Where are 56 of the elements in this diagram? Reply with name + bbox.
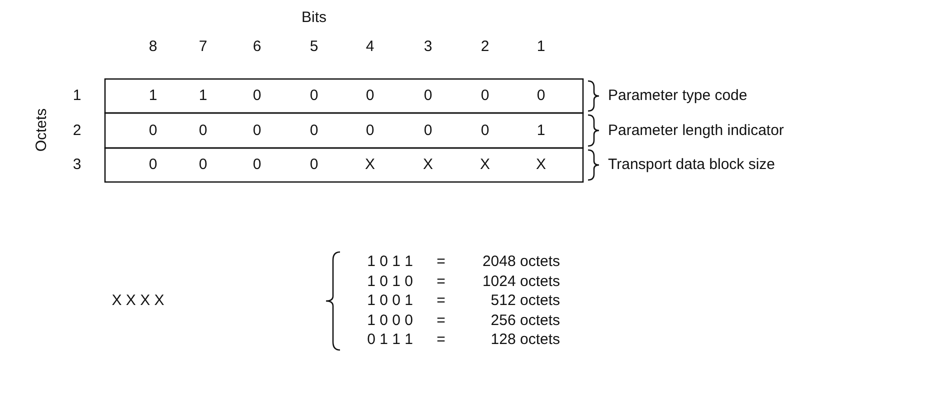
- field-description: Transport data block size: [608, 156, 776, 174]
- bit-value: 1: [198, 87, 208, 105]
- bit-value: 0: [198, 122, 208, 140]
- equals-sign: =: [436, 253, 446, 271]
- bit-value: 0: [366, 87, 374, 105]
- bit-number: 5: [310, 38, 318, 56]
- bit-pattern: 1 0 1 0: [367, 272, 413, 290]
- bit-number: 3: [424, 38, 432, 56]
- bit-number: 6: [252, 38, 262, 56]
- equals-sign: =: [436, 331, 446, 349]
- column-heading: Bits: [302, 9, 326, 27]
- bit-value: 0: [480, 87, 490, 105]
- bit-pattern: 1 0 0 1: [367, 292, 413, 310]
- bit-number: 4: [366, 38, 374, 56]
- field-description: Parameter type code: [608, 87, 748, 105]
- size-value: 128 octets: [490, 331, 560, 349]
- bit-number: 2: [480, 38, 490, 56]
- bit-value: X: [480, 156, 490, 174]
- octet-number: 3: [72, 156, 82, 174]
- bit-value: 0: [252, 156, 262, 174]
- bit-value: 1: [536, 122, 546, 140]
- octet-number: 2: [72, 122, 82, 140]
- variable-bits-label: X X X X: [112, 292, 164, 310]
- bit-value: 0: [252, 122, 262, 140]
- bit-value: 1: [148, 87, 158, 105]
- bit-number: 7: [198, 38, 208, 56]
- bit-value: 0: [198, 156, 208, 174]
- bit-value: 0: [366, 122, 374, 140]
- bit-value: 0: [310, 87, 318, 105]
- bit-value: 0: [148, 156, 158, 174]
- octet-number: 1: [72, 87, 82, 105]
- bit-pattern: 1 0 0 0: [367, 312, 413, 330]
- bit-pattern: 1 0 1 1: [367, 253, 413, 271]
- bit-value: 0: [424, 122, 432, 140]
- bit-value: X: [423, 156, 433, 174]
- size-value: 512 octets: [490, 292, 560, 310]
- bit-value: 0: [252, 87, 262, 105]
- bit-value: 0: [148, 122, 158, 140]
- bit-value: X: [365, 156, 375, 174]
- bit-value: 0: [424, 87, 432, 105]
- size-value: 2048 octets: [482, 253, 560, 271]
- bit-number: 8: [148, 38, 158, 56]
- bit-value: X: [536, 156, 546, 174]
- size-value: 1024 octets: [482, 272, 560, 290]
- equals-sign: =: [436, 272, 446, 290]
- bit-value: 0: [480, 122, 490, 140]
- bit-number: 1: [536, 38, 546, 56]
- bit-value: 0: [310, 122, 318, 140]
- bit-pattern: 0 1 1 1: [367, 331, 413, 349]
- equals-sign: =: [436, 292, 446, 310]
- size-value: 256 octets: [490, 312, 560, 330]
- equals-sign: =: [436, 312, 446, 330]
- field-description: Parameter length indicator: [608, 122, 784, 140]
- bit-value: 0: [310, 156, 318, 174]
- bit-value: 0: [536, 87, 546, 105]
- axis-label: Octets: [33, 108, 51, 152]
